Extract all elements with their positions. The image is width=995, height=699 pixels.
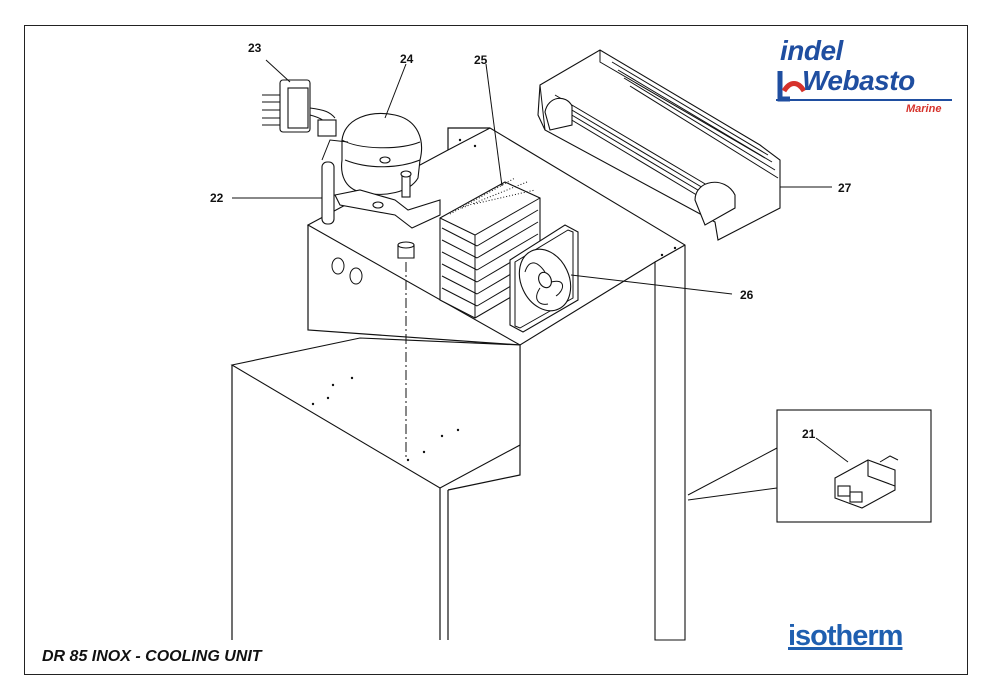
- cover-part-27: [537, 49, 781, 241]
- cabinet-body: [230, 127, 686, 641]
- isotherm-logo: isotherm: [788, 620, 903, 652]
- callout-25: 25: [474, 53, 488, 67]
- drawing-title: DR 85 INOX - COOLING UNIT: [42, 648, 262, 665]
- logo-underline: [776, 99, 952, 101]
- callout-22: 22: [210, 191, 224, 205]
- callout-26: 26: [740, 288, 754, 302]
- callout-27: 27: [838, 181, 852, 195]
- drawing-frame: [24, 25, 968, 675]
- brand-indel-text: indel: [780, 35, 843, 66]
- callout-21: 21: [802, 427, 816, 441]
- compressor-part-24: [321, 113, 441, 259]
- relay-part-23: [262, 79, 337, 137]
- brand-marine-text: Marine: [906, 103, 942, 115]
- callout-24: 24: [400, 52, 414, 66]
- fan-part-26: [509, 224, 579, 333]
- leader-lines: [232, 59, 849, 463]
- switch-inset-21: [687, 409, 932, 523]
- brand-webasto-text: Webasto: [802, 65, 915, 96]
- indel-webasto-logo: indel Webasto Marine: [774, 35, 954, 125]
- callout-23: 23: [248, 41, 262, 55]
